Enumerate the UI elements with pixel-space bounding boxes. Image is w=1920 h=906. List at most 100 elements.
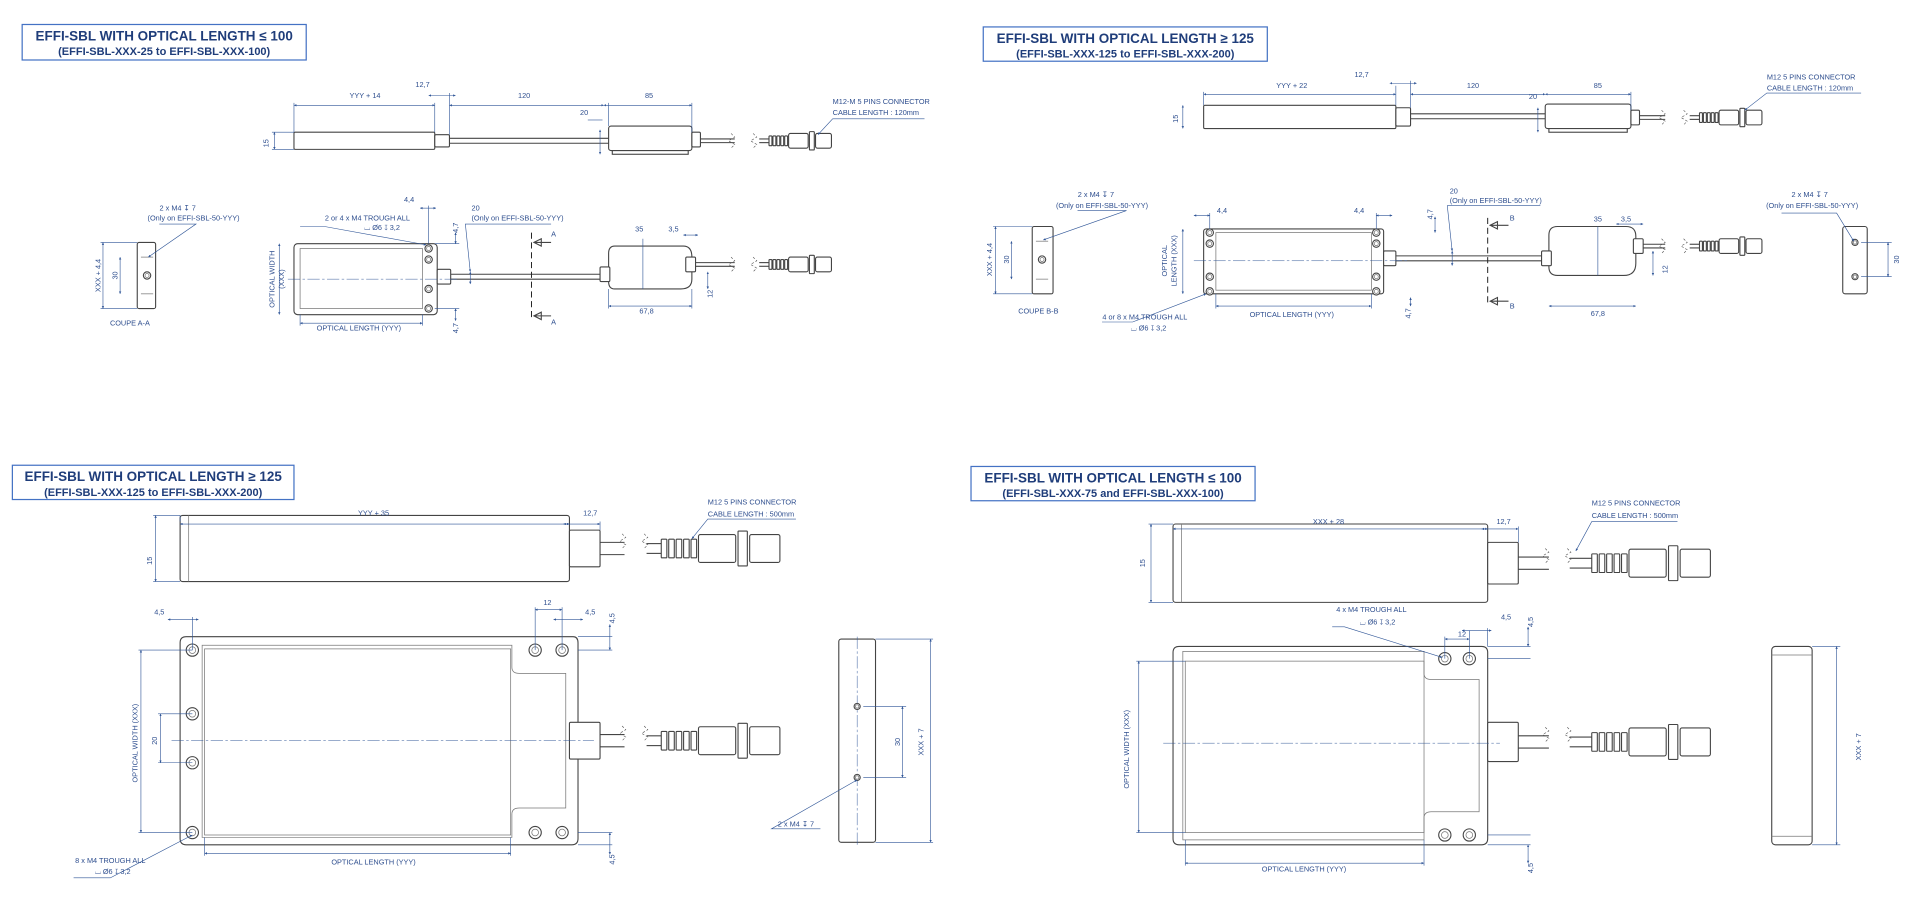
connector-rib [1620,732,1628,752]
mounting-hole-icon [426,306,432,311]
cable-break-icon [1542,548,1550,564]
optical-length-xxx-label-2: LENGTH (XXX) [1170,235,1179,286]
dim-85: 85 [645,91,653,100]
electronics-box-top [1548,225,1637,277]
connector-rib [1702,112,1707,123]
connector-rib [768,259,773,270]
connector-nut [1739,236,1746,256]
mounting-hole-icon [426,257,432,262]
dim-length: YYY + 35 [358,508,389,517]
dim-15: 15 [261,139,270,147]
section-a-top: A [551,229,556,238]
panel-4-title: EFFI-SBL WITH OPTICAL LENGTH ≤ 100 [984,470,1241,485]
leader-line [1332,626,1443,658]
inner-frame [201,644,567,838]
panel-4-effi-sbl-le-100-large: EFFI-SBL WITH OPTICAL LENGTH ≤ 100 (EFFI… [970,465,1863,874]
panel-2-title: EFFI-SBL WITH OPTICAL LENGTH ≥ 125 [997,31,1255,46]
mounting-hole-icon [558,828,566,837]
connector-rib [772,259,777,270]
panel-4-title-box [970,465,1256,502]
connector-body [1628,727,1667,757]
dim-length: YYY + 14 [349,91,380,100]
dim-35: 35 [1594,215,1602,224]
mounting-hole-icon [531,828,539,837]
connector-rib [1710,112,1715,123]
section-arrow-icon [532,311,552,321]
connector-tip [1745,238,1763,254]
section-holes-label: 2 x M4 ↧ 7 [1078,190,1114,199]
panel-3-subtitle: (EFFI-SBL-XXX-125 to EFFI-SBL-XXX-200) [44,487,263,499]
dim-4-4-right: 4,4 [1354,206,1364,215]
dim-4-5-bottom: 4,5 [608,854,617,864]
section-label: COUPE A-A [110,319,150,328]
connector-rib [668,730,675,751]
optical-window [299,248,423,309]
electronics-box-side [608,125,693,152]
cable-gland [1383,250,1397,267]
dim-120: 120 [1467,81,1479,90]
dim-35: 35 [635,224,643,233]
optical-window [204,648,512,836]
dim-12: 12 [706,290,715,298]
connector-nut [808,254,815,275]
cable-gland [599,266,611,283]
mounting-hole-icon [1207,274,1213,280]
connector-tip [1745,109,1763,126]
dim-12-7: 12,7 [583,508,597,517]
cable-break-icon [750,256,758,273]
mounting-hole-icon [1462,828,1476,842]
leader-line [1043,210,1127,241]
dim-3-5: 3,5 [668,224,678,233]
mounting-hole-icon [426,246,432,251]
connector-tip [1679,727,1711,757]
sensor-front-view [1172,645,1489,846]
counterbore-label: ⌴ Ø6 ↧ 3,2 [95,867,131,876]
dim-12-7: 12,7 [415,80,429,89]
dim-4-7-top: 4,7 [451,223,460,233]
connector-rib [668,538,675,559]
optical-window [1184,660,1425,833]
dim-30: 30 [893,738,902,746]
electronics-box-top [608,245,693,290]
connector-body [788,256,809,273]
connector-rib [1613,732,1621,752]
connector-tip [749,726,781,756]
connector-rib [1702,240,1707,252]
section-a-bottom: A [551,317,556,326]
leader-line [1102,293,1207,323]
connector-body [1718,109,1740,126]
optical-width-label: OPTICAL WIDTH (XXX) [1122,710,1131,789]
connector-rib [683,538,690,559]
dim-67-8: 67,8 [1591,309,1605,318]
cable-gland [436,268,452,285]
drawing-geometry [73,80,1892,879]
cable-break-icon [641,533,649,549]
mounting-hole-icon [144,273,150,278]
connector-nut [1739,107,1746,128]
optical-width-xxx: (XXX) [277,269,286,289]
optical-length-label: OPTICAL LENGTH (YYY) [1250,310,1334,319]
electronics-box-side [1544,103,1632,130]
cable-break-icon [1658,238,1666,254]
connector-label: M12 5 PINS CONNECTOR [1767,73,1856,82]
sensor-bar-side [1172,523,1489,603]
dim-4-7-bottom: 4,7 [451,323,460,333]
mounting-hole-icon [1207,289,1213,294]
section-arrow-icon [1488,220,1509,230]
section-label: COUPE B-B [1018,306,1058,315]
dim-xxx-4-4: XXX + 4,4 [94,259,103,292]
dim-30: 30 [111,271,120,279]
cable-gland [1487,541,1519,585]
leader-line [691,518,796,539]
cable-break-icon [728,133,736,149]
mounting-hole-icon [1373,230,1379,236]
cable-gland [434,134,451,148]
panel-1-title-box [21,23,307,61]
counterbore-label: ⌴ Ø6 ↧ 3,2 [1131,324,1167,333]
panel-3-title-box [11,464,295,501]
connector-rib [780,135,785,147]
dim-85: 85 [1594,81,1602,90]
side-view [1771,645,1813,846]
dim-12-7: 12,7 [1354,70,1368,79]
leader-line [148,223,198,258]
